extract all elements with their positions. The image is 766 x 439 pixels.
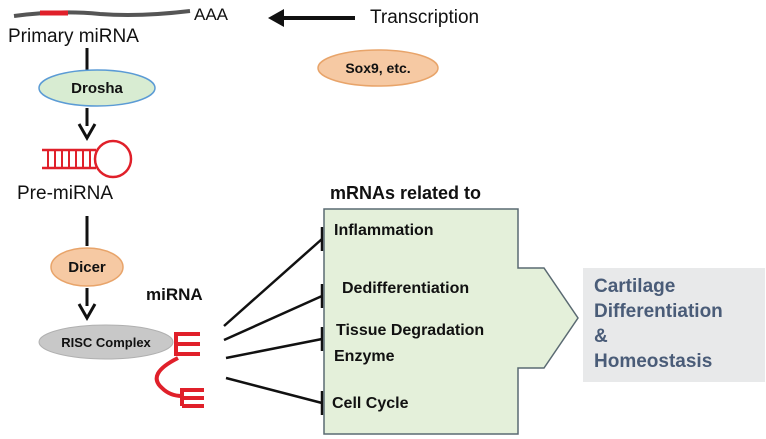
poly-a-tail-label: AAA [194,5,229,24]
drosha-ellipse [38,69,156,107]
inhibition-lines [223,227,324,415]
mirna-icon [154,332,204,408]
target-inflammation: Inflammation [334,222,434,239]
transcription-label: Transcription [370,7,480,28]
risc-ellipse [38,324,174,360]
mrnas-heading: mRNAs related to [330,183,482,203]
risc-complex-label: RISC Complex [61,334,151,350]
dicer-arrow [77,288,97,322]
target-enzyme: Enzyme [334,348,395,365]
hairpin-icon [42,139,133,179]
mirna-label: miRNA [146,285,203,304]
mrna-target-arrow-box [323,208,579,435]
outcome-line: Cartilage [594,276,676,297]
drosha-arrow [77,108,97,142]
pre-mirna-label: Pre-miRNA [17,183,114,204]
outcome-line: & [594,326,608,347]
primary-mirna-label: Primary miRNA [8,26,139,47]
dicer-label: Dicer [68,258,106,276]
primary-mirna-strand [13,9,191,18]
dicer-ellipse [50,247,124,287]
sox9-ellipse [317,49,439,87]
target-cell-cycle: Cell Cycle [332,395,409,412]
target-tissue-degradation: Tissue Degradation [336,322,485,339]
sox9-label: Sox9, etc. [345,60,411,76]
transcription-arrow [268,9,355,27]
outcome-line: Homeostasis [594,351,713,372]
target-dedifferentiation: Dedifferentiation [342,280,470,297]
outcome-line: Differentiation [594,301,723,322]
drosha-label: Drosha [71,79,123,97]
outcome-box [583,268,765,382]
